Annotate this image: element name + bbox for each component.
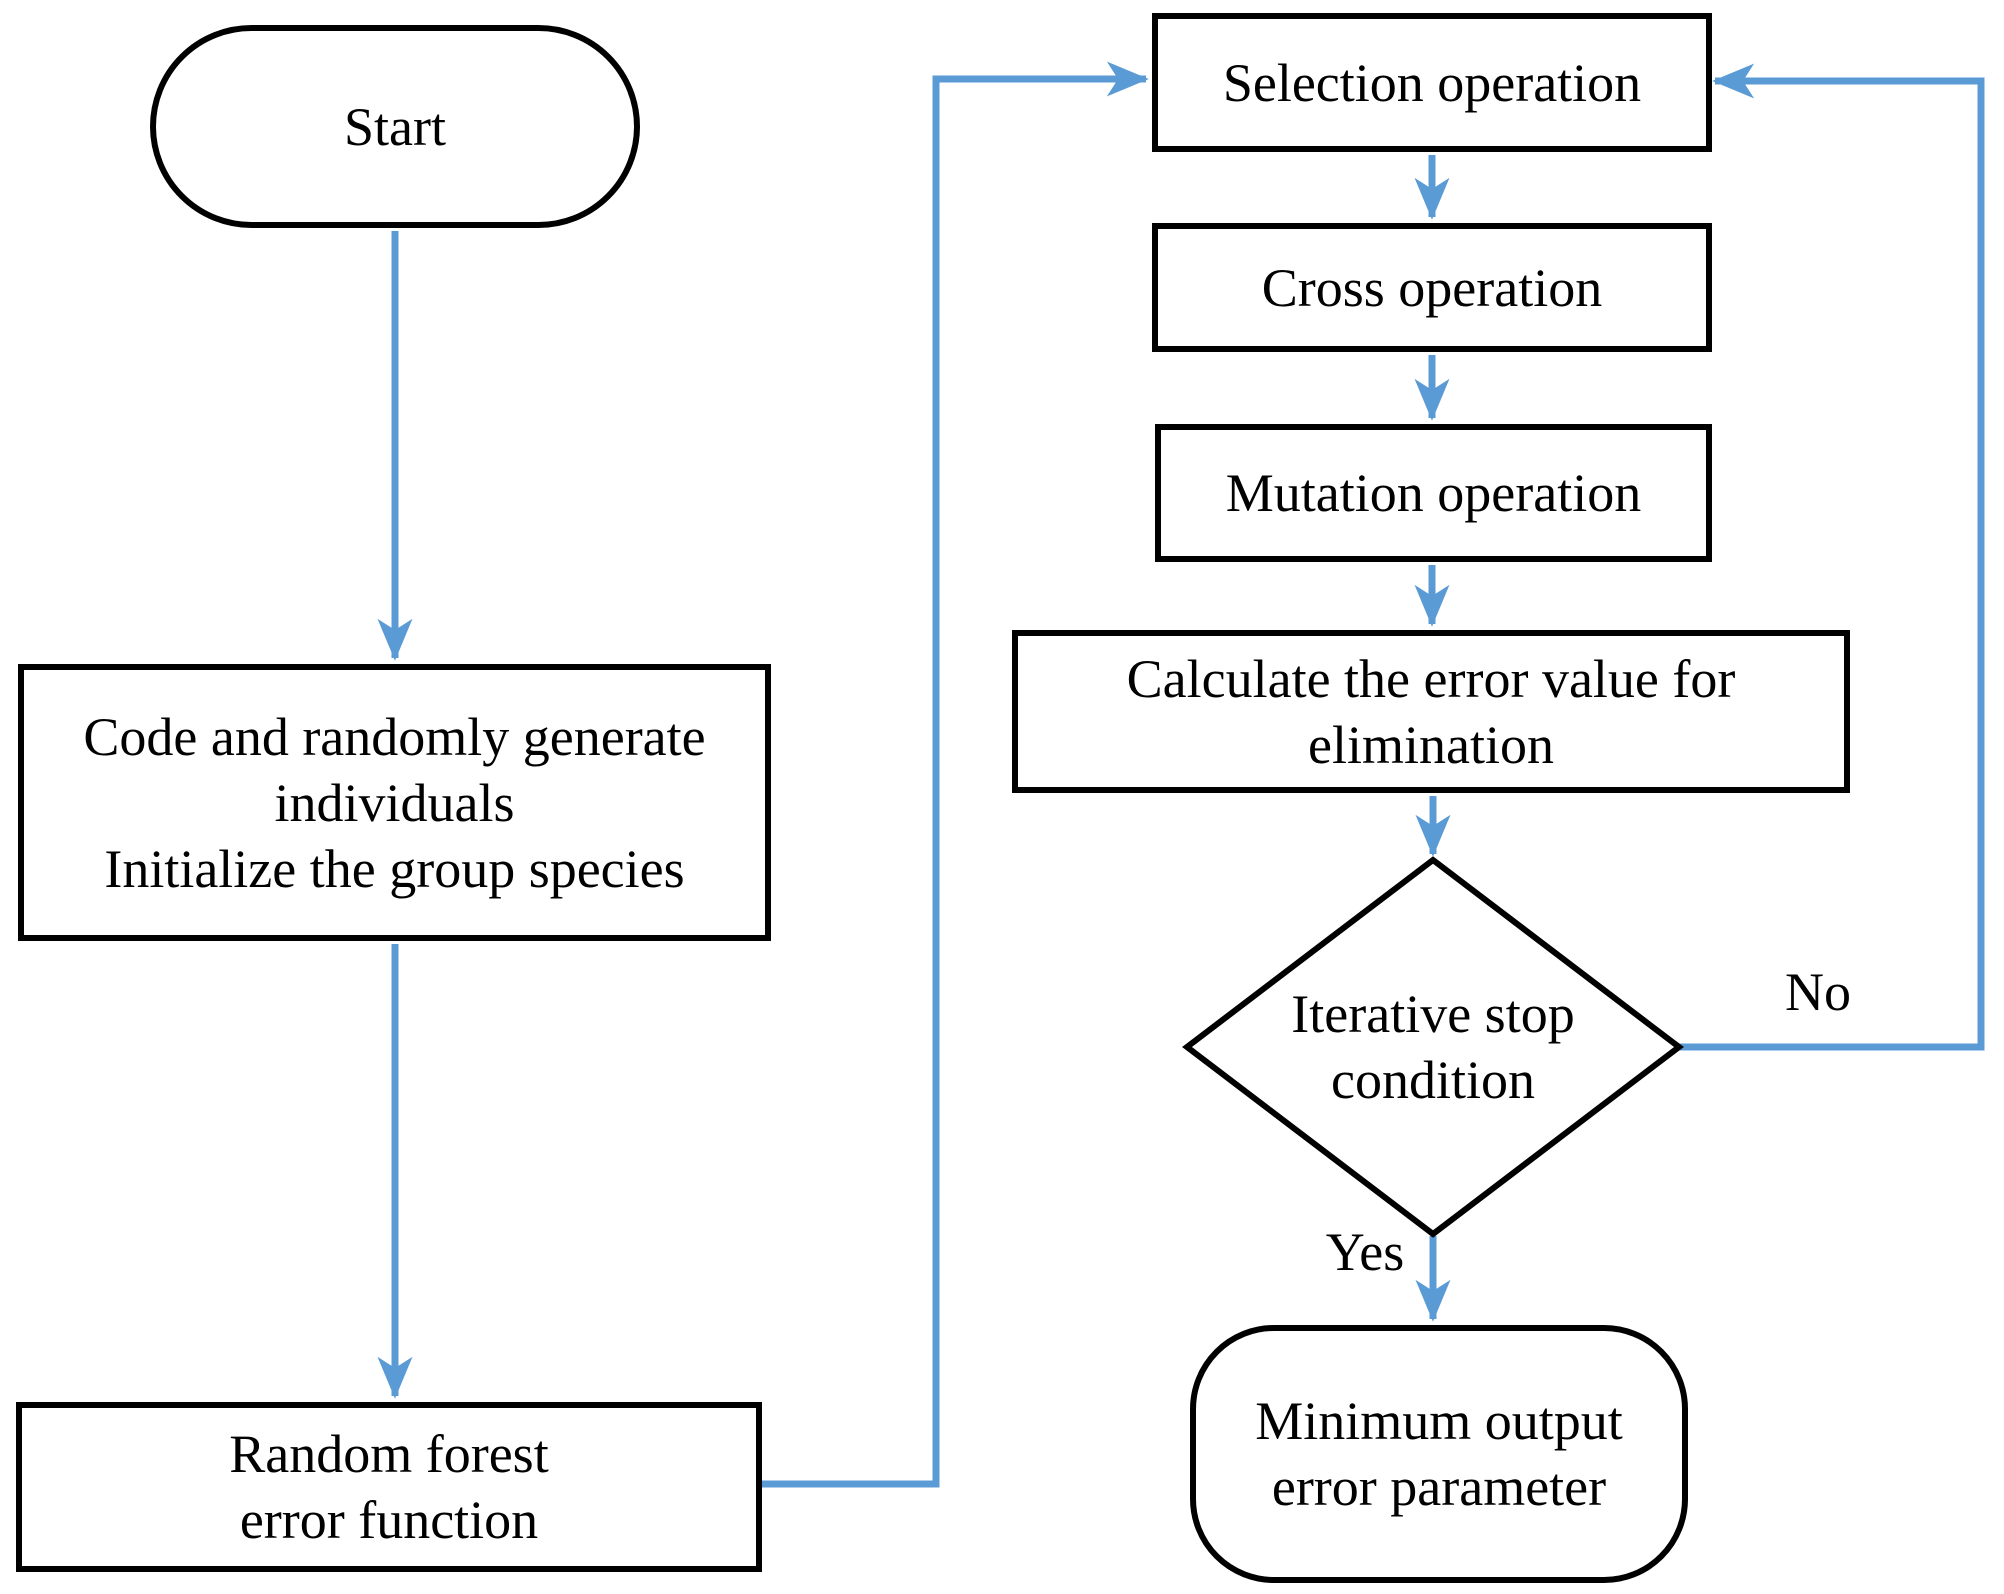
- cross-node: Cross operation: [1152, 223, 1712, 352]
- decision-line-2: condition: [1331, 1050, 1535, 1110]
- random-forest-line-2: error function: [239, 1490, 539, 1550]
- start-label: Start: [344, 96, 446, 157]
- mutation-label: Mutation operation: [1225, 463, 1642, 523]
- output-node: Minimum output error parameter: [1190, 1325, 1688, 1583]
- initialize-node: Code and randomly generate individuals I…: [18, 664, 771, 941]
- calculate-line-1: Calculate the error value for: [1126, 648, 1736, 709]
- selection-node: Selection operation: [1152, 13, 1712, 152]
- random-forest-line-1: Random forest: [229, 1424, 549, 1484]
- initialize-line-3: Initialize the group species: [104, 838, 685, 899]
- connector-decision-no-to-selection: [1679, 63, 1985, 1051]
- decision-diamond-shape: [1182, 856, 1684, 1238]
- selection-label: Selection operation: [1222, 52, 1642, 113]
- calculate-node: Calculate the error value for eliminatio…: [1012, 630, 1850, 793]
- output-line-1: Minimum output: [1255, 1391, 1623, 1451]
- initialize-line-1: Code and randomly generate: [83, 706, 706, 767]
- connector-random-forest-to-selection: [762, 61, 1149, 1488]
- output-line-2: error parameter: [1271, 1457, 1607, 1517]
- cross-label: Cross operation: [1261, 257, 1603, 318]
- initialize-line-2: individuals: [274, 772, 515, 833]
- no-edge-label: No: [1785, 962, 1851, 1022]
- yes-edge-label: Yes: [1325, 1222, 1405, 1282]
- calculate-line-2: elimination: [1308, 714, 1554, 775]
- start-node: Start: [150, 25, 640, 228]
- mutation-node: Mutation operation: [1155, 424, 1712, 562]
- random-forest-node: Random forest error function: [16, 1402, 762, 1572]
- decision-line-1: Iterative stop: [1291, 984, 1575, 1044]
- decision-node: Iterative stop condition: [1187, 857, 1679, 1237]
